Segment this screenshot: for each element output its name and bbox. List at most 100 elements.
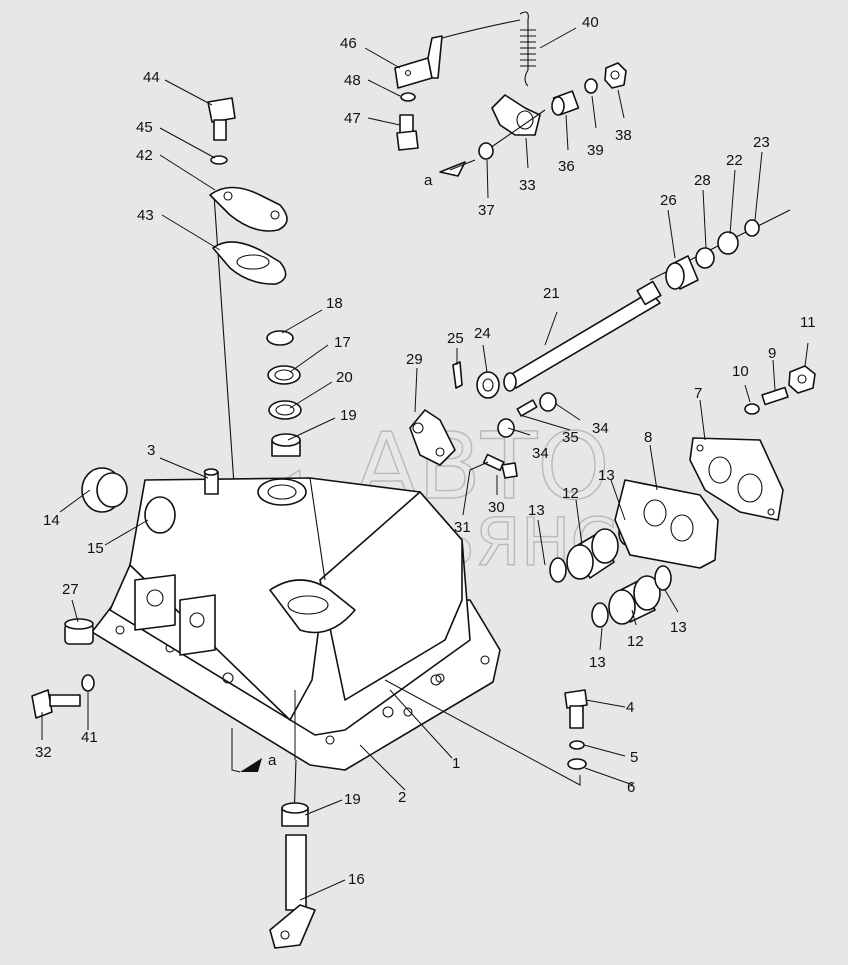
- shaft-16: [269, 834, 316, 949]
- seal-12-upper: [566, 528, 619, 580]
- callout-2: 2: [398, 789, 406, 806]
- callout-9: 9: [768, 345, 776, 362]
- callout-11: 11: [800, 314, 816, 331]
- callout-36: 36: [558, 158, 575, 175]
- bolt-32: [31, 689, 81, 719]
- lever-29: [409, 409, 456, 466]
- washer-48: [400, 92, 416, 102]
- callout-33: 33: [519, 177, 536, 194]
- gasket-8: [614, 479, 719, 569]
- view-arrow-bottom: a: [231, 690, 296, 773]
- callout-37: 37: [478, 202, 495, 219]
- callout-44: 44: [143, 69, 160, 86]
- view-label-bottom: a: [268, 752, 277, 769]
- plug-14: [81, 467, 128, 513]
- washer-5: [569, 740, 585, 750]
- callout-34-b: 34: [592, 420, 609, 437]
- pin-35: [516, 399, 538, 417]
- callout-12-upper: 12: [562, 485, 579, 502]
- bolt-4: [564, 689, 588, 729]
- callout-28: 28: [694, 172, 711, 189]
- callout-12-lower: 12: [627, 633, 644, 650]
- callout-25: 25: [447, 330, 464, 347]
- cover-plate-7: [689, 437, 784, 521]
- bushing-36: [551, 90, 580, 116]
- callout-4: 4: [626, 699, 634, 716]
- callout-17: 17: [334, 334, 351, 351]
- washer-28: [695, 247, 715, 269]
- washer-6: [567, 758, 587, 770]
- ring-18: [266, 330, 294, 346]
- lever-33: [491, 94, 541, 136]
- callout-38: 38: [615, 127, 632, 144]
- callout-8: 8: [644, 429, 652, 446]
- bushing-19-bottom: [281, 802, 309, 827]
- washer-39: [584, 78, 598, 94]
- pin-25: [452, 361, 463, 389]
- ring-13-d: [654, 565, 672, 591]
- nut-34-b: [539, 392, 557, 412]
- callout-13-c: 13: [589, 654, 606, 671]
- view-arrow-top: a: [424, 159, 476, 189]
- nut-11: [788, 365, 816, 394]
- callout-21: 21: [543, 285, 560, 302]
- callout-42: 42: [136, 147, 153, 164]
- gasket-43: [212, 241, 287, 285]
- housing-cover-1: [109, 477, 471, 736]
- spring-40: [519, 11, 536, 87]
- callout-43: 43: [137, 207, 154, 224]
- callout-15: 15: [87, 540, 104, 557]
- callout-32: 32: [35, 744, 52, 761]
- bracket-46: [394, 35, 443, 89]
- view-label-top: a: [424, 172, 433, 189]
- callout-40: 40: [582, 14, 599, 31]
- callout-26: 26: [660, 192, 677, 209]
- callout-14: 14: [43, 512, 60, 529]
- bearing-26: [665, 255, 699, 290]
- callout-labels: 1 2 3 4 5 6 7 8 9 10 11 12 12 13 13 13 1…: [35, 14, 816, 888]
- callout-13-d: 13: [670, 619, 687, 636]
- callout-35: 35: [562, 429, 579, 446]
- callout-30: 30: [488, 499, 505, 516]
- ring-13-c: [591, 602, 609, 628]
- callout-18: 18: [326, 295, 343, 312]
- callout-1: 1: [452, 755, 460, 772]
- callout-47: 47: [344, 110, 361, 127]
- callout-39: 39: [587, 142, 604, 159]
- callout-13-a: 13: [528, 502, 545, 519]
- nut-22: [717, 231, 739, 255]
- shaft-21: [503, 280, 662, 392]
- callout-27: 27: [62, 581, 79, 598]
- ring-13-a: [549, 557, 567, 583]
- plate-42: [209, 186, 288, 232]
- callout-6: 6: [627, 779, 635, 796]
- callout-29: 29: [406, 351, 423, 368]
- leader-lines: [41, 27, 809, 901]
- spring-wire: [441, 19, 521, 39]
- ring-20: [268, 400, 302, 420]
- callout-10: 10: [732, 363, 749, 380]
- pin-3: [203, 468, 219, 495]
- callout-20: 20: [336, 369, 353, 386]
- ring-24: [476, 371, 500, 399]
- washer-23: [744, 219, 760, 237]
- washer-10: [744, 403, 760, 415]
- washer-41: [81, 674, 95, 692]
- callout-46: 46: [340, 35, 357, 52]
- bushing-27: [64, 618, 94, 645]
- callout-19-bottom: 19: [344, 791, 361, 808]
- seal-12-lower: [608, 575, 661, 625]
- callout-7: 7: [694, 385, 702, 402]
- nut-34-a: [497, 418, 515, 438]
- o-ring-15: [144, 496, 176, 534]
- callout-48: 48: [344, 72, 361, 89]
- callout-45: 45: [136, 119, 153, 136]
- callout-13-b: 13: [598, 467, 615, 484]
- bolt-30: [482, 453, 518, 479]
- bolt-44: [207, 97, 236, 141]
- bolt-47: [396, 114, 419, 151]
- callout-22: 22: [726, 152, 743, 169]
- nut-38: [604, 62, 627, 89]
